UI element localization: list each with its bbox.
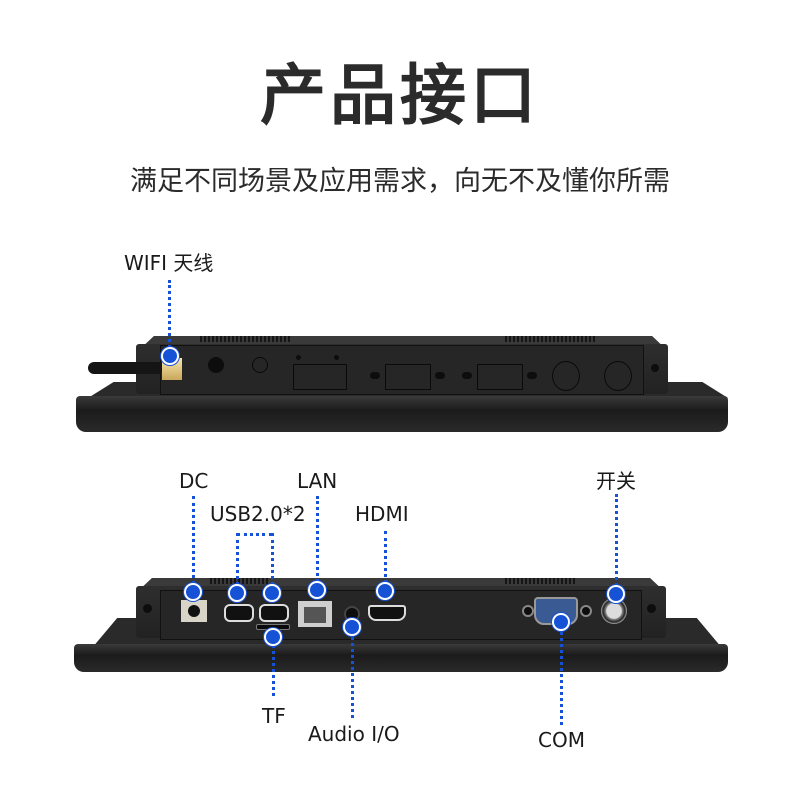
- com-screw-icon: [522, 605, 534, 617]
- screw-icon: [651, 364, 659, 372]
- knockout-icon: [252, 357, 268, 373]
- leader-line: [272, 640, 275, 696]
- label-tf: TF: [262, 704, 286, 728]
- hdmi-port-icon: [368, 605, 406, 621]
- page-title: 产品接口: [260, 57, 540, 134]
- leader-line: [351, 630, 354, 718]
- power-switch-icon: [601, 598, 627, 624]
- label-usb: USB2.0*2: [210, 502, 306, 526]
- label-hdmi: HDMI: [355, 502, 409, 526]
- top-vent: [505, 336, 595, 342]
- leader-line: [560, 625, 563, 725]
- marker-dot-lan: [310, 583, 324, 597]
- label-com: COM: [538, 728, 585, 752]
- com-screw-icon: [580, 605, 592, 617]
- bottom-box-lid: [141, 578, 661, 588]
- screw-icon: [296, 355, 301, 360]
- marker-dot-usb2: [265, 586, 279, 600]
- screw-icon: [143, 604, 152, 613]
- slot-icon: [462, 372, 472, 379]
- lan-port-icon: [298, 601, 332, 627]
- leader-line: [271, 533, 274, 591]
- page-subtitle: 满足不同场景及应用需求，向无不及懂你所需: [130, 166, 670, 197]
- leader-line: [316, 496, 319, 588]
- rect-knockout-icon: [385, 364, 431, 390]
- round-port-icon: [208, 357, 224, 373]
- marker-dot-hdmi: [378, 584, 392, 598]
- rect-knockout-icon: [477, 364, 523, 390]
- bottom-bezel: [74, 644, 728, 672]
- screw-icon: [334, 355, 339, 360]
- leader-line: [615, 494, 618, 592]
- screw-icon: [647, 604, 656, 613]
- marker-dot-wifi: [163, 349, 177, 363]
- tf-slot-icon: [256, 624, 290, 630]
- label-dc: DC: [179, 469, 209, 493]
- marker-dot-usb1: [230, 586, 244, 600]
- slot-icon: [370, 372, 380, 379]
- leader-line: [384, 531, 387, 589]
- leader-line: [237, 533, 272, 536]
- marker-dot-tf: [266, 630, 280, 644]
- bottom-vent: [505, 578, 575, 584]
- marker-dot-com: [554, 615, 568, 629]
- bottom-vent: [210, 578, 270, 584]
- top-vent: [200, 336, 290, 342]
- leader-line: [168, 280, 171, 354]
- leader-line: [236, 533, 239, 591]
- label-power-switch: 开关: [596, 469, 636, 493]
- marker-dot-audio: [345, 620, 359, 634]
- label-audio: Audio I/O: [308, 722, 400, 746]
- rect-knockout-icon: [293, 364, 347, 390]
- marker-dot-dc: [186, 585, 200, 599]
- antenna-connector-icon: [162, 358, 182, 380]
- top-box-lid: [143, 336, 663, 346]
- label-wifi: WIFI 天线: [124, 251, 214, 275]
- dc-port-icon: [181, 600, 207, 622]
- label-lan: LAN: [297, 469, 338, 493]
- antenna-icon: [88, 362, 164, 374]
- usb-port-icon: [224, 604, 254, 622]
- slot-icon: [435, 372, 445, 379]
- slot-icon: [527, 372, 537, 379]
- knockout-icon: [552, 361, 580, 391]
- marker-dot-power: [609, 587, 623, 601]
- top-bezel: [76, 396, 728, 432]
- leader-line: [192, 496, 195, 590]
- usb-port-icon: [259, 604, 289, 622]
- knockout-icon: [604, 361, 632, 391]
